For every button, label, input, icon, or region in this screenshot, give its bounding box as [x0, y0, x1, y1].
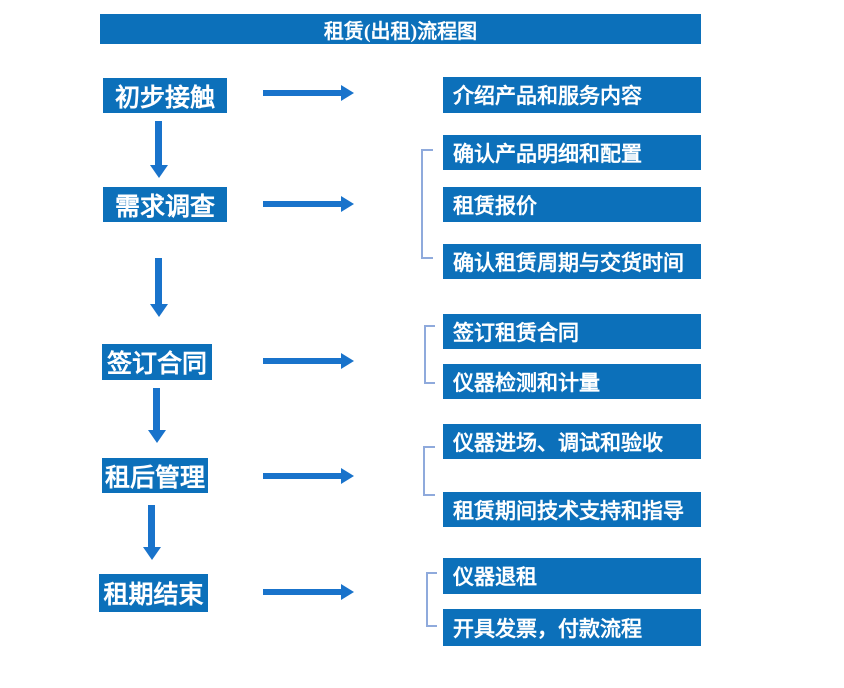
step-box-needs-survey: 需求调查 [103, 187, 227, 222]
detail-box-sign-rental-contract: 签订租赁合同 [443, 314, 701, 349]
detail-box-intro-products: 介绍产品和服务内容 [443, 77, 701, 113]
title-bar: 租赁(出租)流程图 [100, 14, 701, 44]
bracket-group-needs-survey [421, 149, 433, 259]
down-arrow-3 [153, 388, 160, 430]
down-arrow-4 [148, 505, 155, 547]
right-arrow-2 [263, 201, 341, 207]
detail-box-instrument-testing: 仪器检测和计量 [443, 364, 701, 399]
step-box-post-rental-mgmt: 租后管理 [102, 458, 208, 493]
detail-box-instrument-setup: 仪器进场、调试和验收 [443, 424, 701, 459]
page-title: 租赁(出租)流程图 [323, 20, 478, 43]
step-box-initial-contact: 初步接触 [103, 78, 227, 113]
detail-box-rental-quote: 租赁报价 [443, 187, 701, 222]
detail-box-tech-support: 租赁期间技术支持和指导 [443, 492, 701, 527]
right-arrow-4 [263, 473, 341, 479]
right-arrow-1 [263, 90, 341, 96]
detail-box-invoice-payment: 开具发票，付款流程 [443, 609, 701, 646]
bracket-group-post-rental [423, 446, 435, 496]
right-arrow-3 [263, 358, 341, 364]
detail-box-instrument-return: 仪器退租 [443, 558, 701, 594]
step-box-sign-contract: 签订合同 [102, 344, 212, 380]
down-arrow-1 [155, 121, 162, 165]
bracket-group-sign-contract [424, 325, 435, 384]
down-arrow-2 [155, 258, 162, 304]
detail-box-confirm-details: 确认产品明细和配置 [443, 135, 701, 170]
step-box-rental-end: 租期结束 [99, 574, 208, 612]
right-arrow-5 [263, 589, 341, 595]
bracket-group-rental-end [426, 572, 437, 627]
detail-box-confirm-period: 确认租赁周期与交货时间 [443, 244, 701, 279]
